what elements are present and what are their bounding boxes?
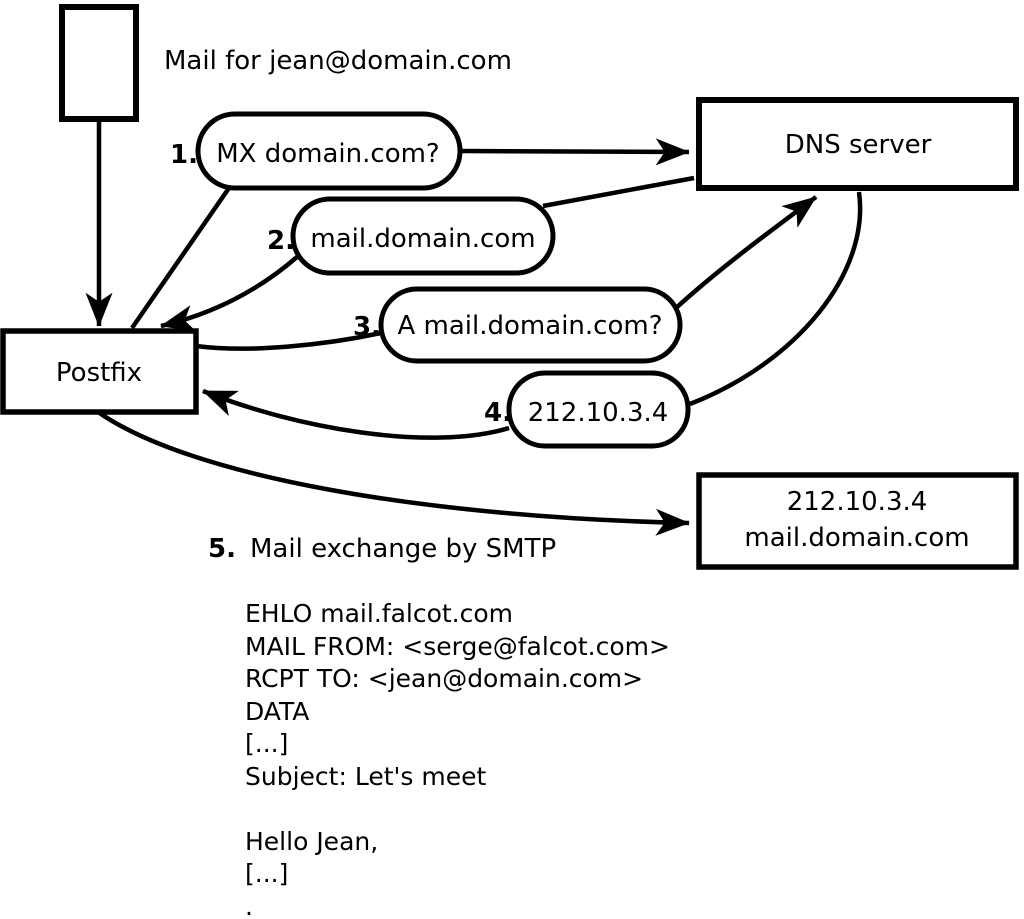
step3-label: A mail.domain.com? <box>398 311 663 341</box>
postfix-box <box>0 328 199 415</box>
mail-server-box <box>696 472 1019 570</box>
smtp-line: . <box>245 892 253 919</box>
arrow-query1-to-dns <box>459 138 690 166</box>
arrow-query3-to-dns <box>674 195 818 310</box>
step2-number: 2. <box>267 226 295 256</box>
arrow-answer4-to-postfix <box>202 388 510 440</box>
smtp-transcript: EHLO mail.falcot.com MAIL FROM: <serge@f… <box>245 599 670 919</box>
line-dns-to-answer4 <box>689 191 863 407</box>
step4-number: 4. <box>484 398 512 428</box>
answer4-pill <box>506 370 691 449</box>
step3-number: 3. <box>353 312 381 342</box>
line-postfix-to-query1 <box>130 186 231 330</box>
query1-pill <box>195 111 463 191</box>
smtp-line: MAIL FROM: <serge@falcot.com> <box>245 632 670 661</box>
arrow-postfix-to-mailserver-smtp <box>96 410 690 536</box>
mail-server-hostname: mail.domain.com <box>744 523 969 553</box>
step2-label: mail.domain.com <box>310 224 535 254</box>
mail-for-label: Mail for jean@domain.com <box>164 46 512 76</box>
step4-label: 212.10.3.4 <box>528 398 669 428</box>
line-postfix-to-query3 <box>195 330 382 351</box>
smtp-line: Hello Jean, <box>245 827 378 856</box>
postfix-label: Postfix <box>56 358 142 388</box>
query3-pill <box>378 286 683 364</box>
smtp-line: [...] <box>245 859 288 888</box>
step1-label: MX domain.com? <box>216 139 439 169</box>
smtp-line: EHLO mail.falcot.com <box>245 599 513 628</box>
line-dns-to-answer2 <box>542 175 695 209</box>
arrow-answer2-to-postfix <box>160 255 299 332</box>
answer2-pill <box>290 196 556 276</box>
smtp-line: DATA <box>245 697 309 726</box>
step5-label: Mail exchange by SMTP <box>250 534 556 564</box>
smtp-line: [...] <box>245 729 288 758</box>
smtp-line: Subject: Let's meet <box>245 762 486 791</box>
dns-server-label: DNS server <box>785 130 932 160</box>
mail-message-box <box>59 4 139 122</box>
smtp-line: RCPT TO: <jean@domain.com> <box>245 664 643 693</box>
step5-number: 5. <box>208 534 236 564</box>
dns-server-box <box>696 97 1019 191</box>
step1-number: 1. <box>170 140 198 170</box>
mail-server-address: 212.10.3.4 <box>787 487 928 517</box>
